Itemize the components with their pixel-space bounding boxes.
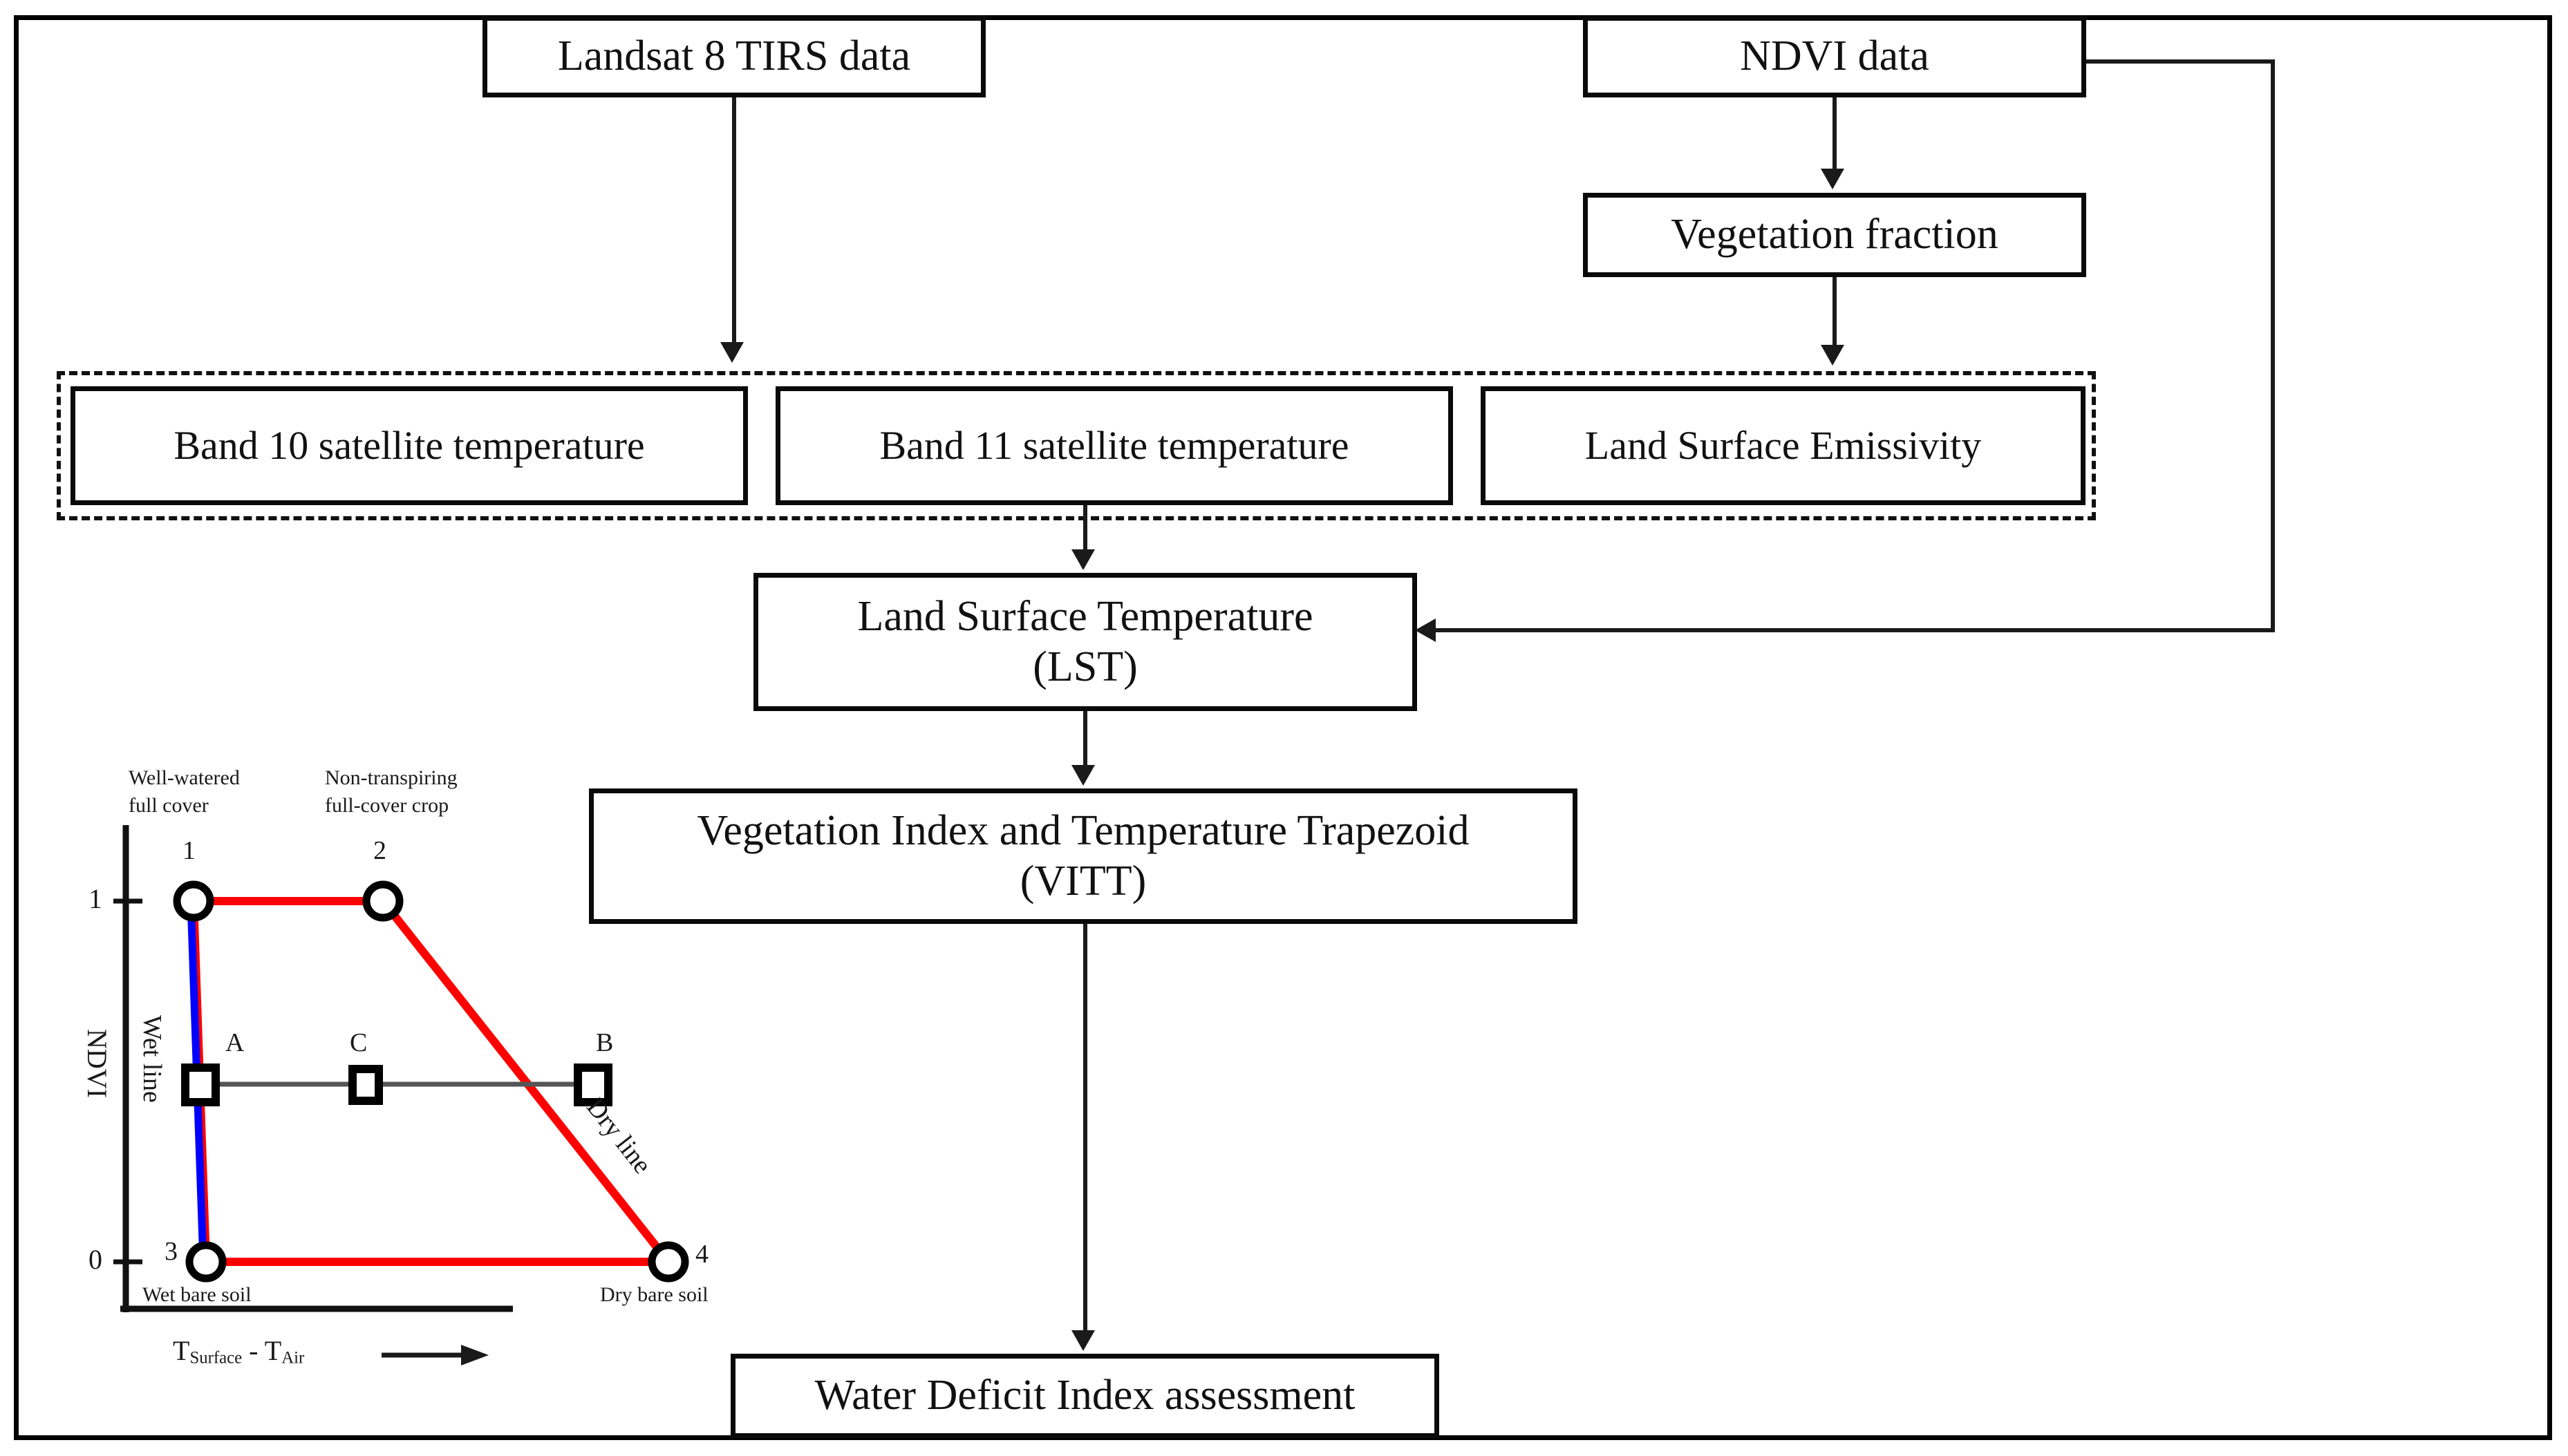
x-axis-label-sub2: Air: [281, 1348, 305, 1368]
node-band10[interactable]: Band 10 satellite temperature: [71, 386, 748, 505]
vertex-1-label: 1: [182, 836, 196, 865]
vertex-3-marker: [185, 1241, 227, 1283]
node-land-surface-emissivity[interactable]: Land Surface Emissivity: [1481, 386, 2086, 505]
connector-vegfraction-to-emissivity: [1833, 277, 1837, 354]
y-tick-label-0: 0: [88, 1244, 102, 1275]
vertex-3-label: 3: [165, 1237, 178, 1266]
arrowhead-bands-to-lst: [1071, 549, 1095, 570]
x-axis-direction-arrowhead: [461, 1345, 489, 1365]
node-wdi[interactable]: Water Deficit Index assessment: [731, 1354, 1439, 1438]
dashed-group-satellite-inputs: [57, 371, 2096, 520]
point-b-marker: [574, 1063, 612, 1106]
node-ndvi[interactable]: NDVI data: [1583, 16, 2086, 97]
connector-lst-to-vitt: [1083, 711, 1087, 766]
point-c-marker: [348, 1065, 383, 1105]
vertex-4-caption: Dry bare soil: [600, 1283, 709, 1306]
arrowhead-landsat-to-bands: [720, 342, 744, 363]
vertex-2-caption-line2: full-cover crop: [325, 794, 449, 817]
wet-line-label: Wet line: [138, 1015, 167, 1103]
vertex-2-marker: [362, 880, 404, 922]
point-a-label: A: [225, 1028, 245, 1057]
vitt-trapezoid-inset-chart: 1 0 NDVI Well-watered full cover Non-tra…: [82, 759, 755, 1381]
node-vegetation-fraction[interactable]: Vegetation fraction: [1583, 193, 2086, 277]
vertex-4-marker: [648, 1241, 689, 1283]
node-band11[interactable]: Band 11 satellite temperature: [776, 386, 1453, 505]
x-axis-label: TSurface - TAir: [173, 1334, 304, 1368]
node-vitt[interactable]: Vegetation Index and Temperature Trapezo…: [589, 788, 1577, 924]
connector-ndvi-to-vegfraction: [1833, 97, 1837, 173]
point-c-label: C: [350, 1028, 368, 1057]
trapezoid-svg: [113, 825, 689, 1365]
x-axis-label-sub1: Surface: [189, 1348, 243, 1368]
vertex-1-marker: [173, 880, 214, 922]
point-a-marker: [181, 1063, 220, 1106]
connector-bands-to-lst: [1083, 505, 1087, 554]
vertex-2-label: 2: [373, 836, 386, 865]
node-lst[interactable]: Land Surface Temperature (LST): [753, 573, 1417, 711]
arrowhead-ndvi-to-vegfraction: [1821, 169, 1844, 189]
arrowhead-ndvi-into-lst: [1415, 618, 1436, 642]
vertex-1-caption-line2: full cover: [129, 794, 209, 817]
y-axis-label: NDVI: [82, 1029, 113, 1098]
y-tick-label-1: 1: [88, 883, 102, 914]
vertex-3-caption: Wet bare soil: [142, 1283, 252, 1306]
vertex-4-label: 4: [695, 1240, 709, 1269]
arrowhead-vegfraction-to-emissivity: [1821, 345, 1844, 366]
vertex-2-caption-line1: Non-transpiring: [325, 766, 458, 789]
node-landsat[interactable]: Landsat 8 TIRS data: [482, 16, 986, 97]
arrowhead-vitt-to-wdi: [1071, 1330, 1095, 1351]
connector-ndvi-vertical-bypass: [2271, 59, 2275, 632]
connector-landsat-to-bands: [732, 97, 736, 353]
x-axis-label-t2: T: [264, 1335, 282, 1366]
arrowhead-lst-to-vitt: [1071, 765, 1095, 786]
connector-ndvi-right-stub: [2086, 59, 2275, 64]
vertex-1-caption-line1: Well-watered: [129, 766, 240, 789]
x-axis-label-t1: T: [173, 1335, 190, 1366]
point-b-label: B: [596, 1028, 614, 1057]
edge-dry-line-2-4: [379, 898, 672, 1265]
x-axis-label-minus: -: [242, 1335, 265, 1366]
connector-vitt-to-wdi: [1083, 924, 1087, 1333]
figure-frame: Landsat 8 TIRS data NDVI data Vegetation…: [14, 15, 2552, 1440]
connector-ndvi-into-lst: [1436, 628, 2275, 632]
